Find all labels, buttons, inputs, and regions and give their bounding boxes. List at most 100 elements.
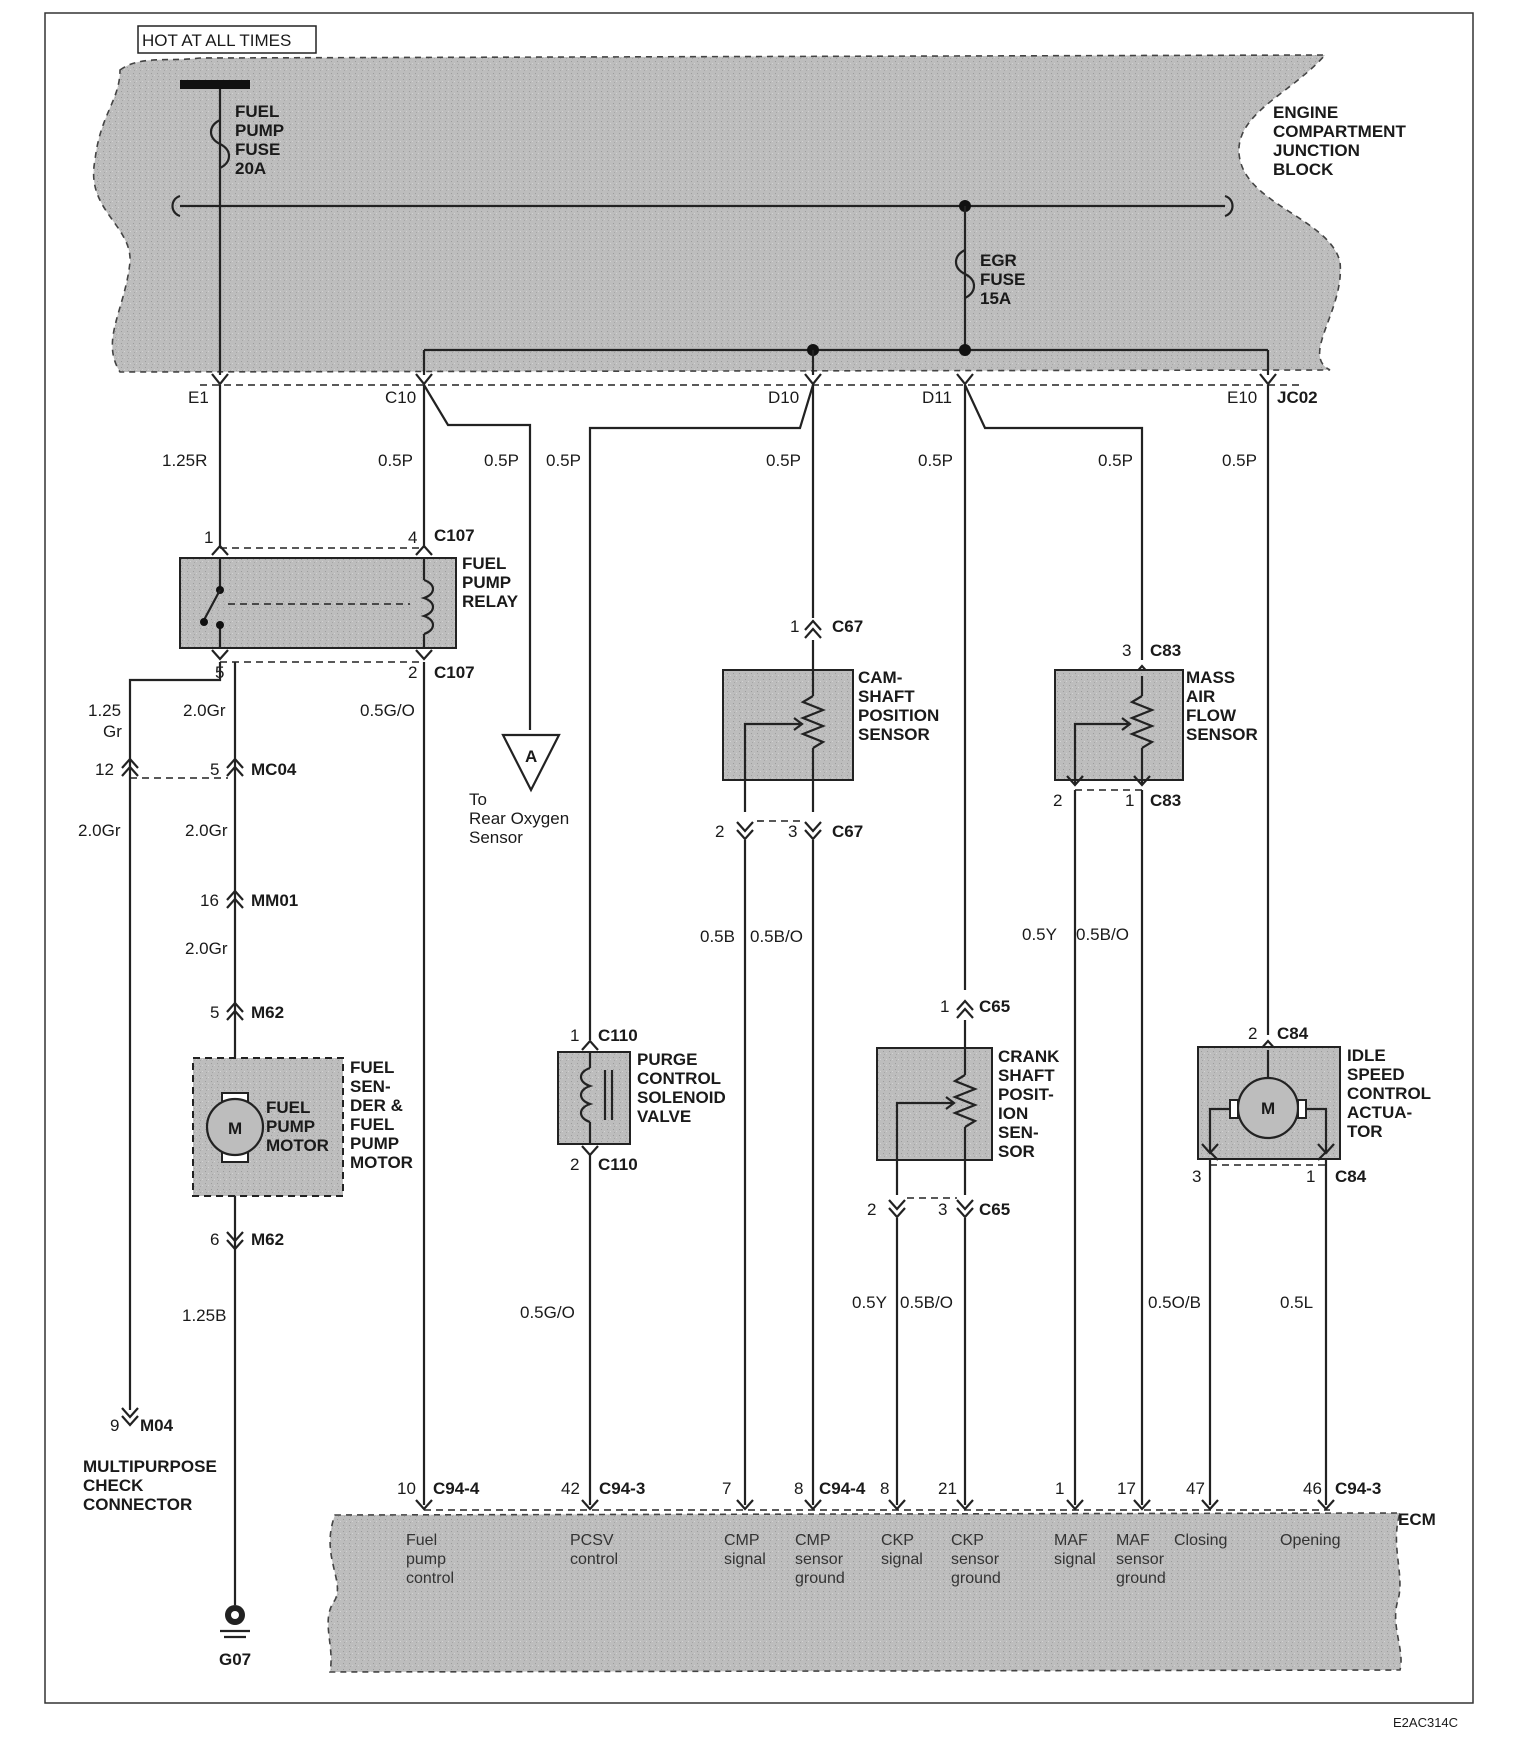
pin-label: 3 [938, 1200, 947, 1219]
pin-label: 1 [1125, 791, 1134, 810]
wire-label: 2.0Gr [185, 821, 228, 840]
wire-label: 0.5P [918, 451, 953, 470]
svg-text:ENGINE: ENGINE [1273, 103, 1338, 122]
wire-label: 0.5P [1098, 451, 1133, 470]
idle-speed-control-actuator-label: IDLE SPEED CONTROL ACTUA- TOR [1347, 1046, 1431, 1141]
pin-label: 1 [1306, 1167, 1315, 1186]
purge-control-solenoid-valve-label: PURGE CONTROL SOLENOID VALVE [637, 1050, 726, 1126]
svg-text:ION: ION [998, 1104, 1028, 1123]
pin-label: 1 [204, 528, 213, 547]
svg-text:CONTROL: CONTROL [637, 1069, 721, 1088]
svg-text:To: To [469, 790, 487, 809]
junction-block-area [92, 54, 1342, 373]
svg-text:CMP: CMP [724, 1532, 760, 1549]
svg-text:PUMP: PUMP [462, 573, 511, 592]
svg-text:JUNCTION: JUNCTION [1273, 141, 1360, 160]
battery-bus-bar [180, 80, 250, 89]
svg-text:CKP: CKP [951, 1532, 984, 1549]
svg-text:signal: signal [1054, 1551, 1096, 1568]
svg-text:CAM-: CAM- [858, 668, 902, 687]
svg-text:SOR: SOR [998, 1142, 1035, 1161]
pin-label: 2 [1248, 1024, 1257, 1043]
svg-text:SENSOR: SENSOR [858, 725, 930, 744]
ground-icon [220, 1605, 250, 1639]
wire-label: 0.5Y [1022, 925, 1057, 944]
connector-label: C94-4 [433, 1479, 480, 1498]
ecm-maf-sensor-ground-label: MAF sensor ground [1116, 1532, 1166, 1587]
figure-code: E2AC314C [1393, 1715, 1458, 1730]
svg-text:ACTUA-: ACTUA- [1347, 1103, 1412, 1122]
pin-label: 1 [570, 1026, 579, 1045]
svg-text:signal: signal [881, 1551, 923, 1568]
svg-text:Sensor: Sensor [469, 828, 523, 847]
svg-text:sensor: sensor [1116, 1551, 1165, 1568]
connector-label: C67 [832, 822, 863, 841]
ecm-label: ECM [1398, 1510, 1436, 1529]
svg-text:FLOW: FLOW [1186, 706, 1237, 725]
wire-label: 0.5P [378, 451, 413, 470]
fuel-pump-motor-icon [205, 1097, 265, 1157]
svg-text:IDLE: IDLE [1347, 1046, 1386, 1065]
pin-label: 16 [200, 891, 219, 910]
svg-text:FUEL: FUEL [462, 554, 506, 573]
svg-text:FUSE: FUSE [980, 270, 1025, 289]
wire-label: 1.25B [182, 1306, 226, 1325]
wire-label: 0.5B/O [750, 927, 803, 946]
connector-label: C107 [434, 663, 475, 682]
connector-label: C65 [979, 997, 1010, 1016]
fuel-pump-relay [179, 557, 457, 649]
svg-text:CMP: CMP [795, 1532, 831, 1549]
ground-label: G07 [219, 1650, 251, 1669]
pin-label: 8 [794, 1479, 803, 1498]
svg-text:SOLENOID: SOLENOID [637, 1088, 726, 1107]
wire-label: 2.0Gr [185, 939, 228, 958]
multipurpose-check-connector-label: MULTIPURPOSE CHECK CONNECTOR [83, 1457, 217, 1514]
svg-text:control: control [570, 1551, 618, 1568]
fuel-sender-label: FUEL SEN- DER & FUEL PUMP MOTOR [350, 1058, 413, 1172]
egr-fuse-label: EGR FUSE 15A [980, 251, 1025, 308]
connector-label: C94-3 [599, 1479, 645, 1498]
ecm-pcsv-control-label: PCSV control [570, 1532, 618, 1568]
svg-text:VALVE: VALVE [637, 1107, 691, 1126]
connector-label: M62 [251, 1230, 284, 1249]
pin-label: 2 [867, 1200, 876, 1219]
svg-text:15A: 15A [980, 289, 1011, 308]
ecm-pin-arrows [415, 1499, 1335, 1511]
wire-label: 2.0Gr [183, 701, 226, 720]
pin-label: 2 [408, 663, 417, 682]
svg-text:pump: pump [406, 1551, 446, 1568]
svg-text:CRANK: CRANK [998, 1047, 1060, 1066]
pin-label: 1 [940, 997, 949, 1016]
pin-label: 21 [938, 1479, 957, 1498]
svg-text:SEN-: SEN- [350, 1077, 391, 1096]
svg-text:Fuel: Fuel [406, 1532, 437, 1549]
svg-text:SPEED: SPEED [1347, 1065, 1405, 1084]
marker-letter: A [525, 747, 537, 766]
wire-label: 0.5L [1280, 1293, 1313, 1312]
svg-text:POSIT-: POSIT- [998, 1085, 1054, 1104]
purge-control-solenoid-valve [557, 1051, 631, 1145]
svg-text:FUSE: FUSE [235, 140, 280, 159]
pin-label: 8 [880, 1479, 889, 1498]
svg-text:20A: 20A [235, 159, 266, 178]
connector-label: C107 [434, 526, 475, 545]
svg-text:COMPARTMENT: COMPARTMENT [1273, 122, 1406, 141]
svg-text:E1: E1 [188, 388, 209, 407]
motor-symbol: M [1261, 1099, 1275, 1118]
ecm-closing-label: Closing [1174, 1532, 1227, 1549]
connector-label: M04 [140, 1416, 174, 1435]
svg-text:DER &: DER & [350, 1096, 403, 1115]
svg-text:FUEL: FUEL [266, 1098, 310, 1117]
connector-label: C94-4 [819, 1479, 866, 1498]
pin-label: 2 [1053, 791, 1062, 810]
svg-text:SHAFT: SHAFT [858, 687, 915, 706]
svg-text:SHAFT: SHAFT [998, 1066, 1055, 1085]
svg-text:C10: C10 [385, 388, 416, 407]
svg-text:Rear Oxygen: Rear Oxygen [469, 809, 569, 828]
pin-label: 9 [110, 1416, 119, 1435]
wire-label: 2.0Gr [78, 821, 121, 840]
pin-label: 3 [788, 822, 797, 841]
wire-label: 1.25 [88, 701, 121, 720]
wire-label: Gr [103, 722, 122, 741]
